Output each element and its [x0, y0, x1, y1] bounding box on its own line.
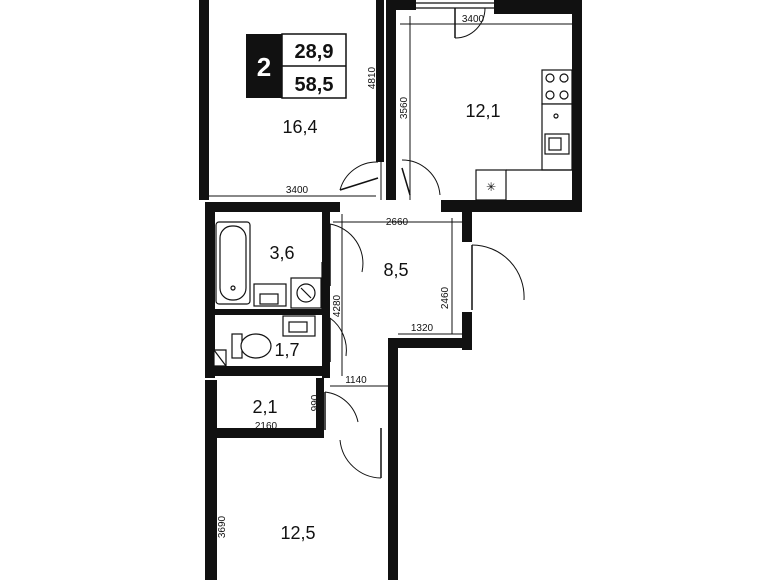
badge-rooms-count: 2: [257, 52, 271, 82]
area-storage: 2,1: [252, 397, 277, 417]
badge-living-area: 28,9: [295, 41, 334, 63]
toilet-sink-basin: [288, 321, 308, 333]
dim-hall-height: 2460: [440, 286, 451, 309]
walls: [199, 0, 582, 580]
area-hall: 8,5: [383, 260, 408, 280]
fridge-icon: [475, 169, 507, 201]
kitchen-fixtures: ✳: [475, 69, 573, 201]
dim-hall-width: 2660: [386, 217, 409, 228]
area-room-top-left: 16,4: [282, 117, 317, 137]
area-room-bottom: 12,5: [280, 523, 315, 543]
stove-burner: [545, 73, 555, 83]
dim-storage-height: 990: [310, 394, 321, 411]
washer-mark: [300, 287, 312, 299]
badge-total-area: 58,5: [295, 74, 334, 96]
room-areas: 16,4 12,1 3,6 8,5 1,7 2,1 12,5: [252, 101, 500, 543]
stove-burner: [559, 90, 569, 100]
area-badge: 2 28,9 58,5: [246, 33, 347, 99]
area-toilet: 1,7: [274, 340, 299, 360]
dim-corridor-height: 4280: [332, 294, 343, 317]
dim-kitchen-height: 3560: [399, 96, 410, 119]
dim-room-top-height: 4810: [367, 66, 378, 89]
dim-corridor-width: 1140: [345, 375, 367, 386]
stove-burner: [559, 73, 569, 83]
dim-niche-width: 1320: [411, 323, 434, 334]
dim-room-top-width: 3400: [286, 185, 309, 196]
bathtub-inner: [219, 225, 247, 301]
area-kitchen: 12,1: [465, 101, 500, 121]
toilet-icon: [240, 333, 272, 359]
bathroom-sink-basin: [259, 293, 279, 305]
bathtub-drain: [230, 285, 236, 291]
stove-burner: [545, 90, 555, 100]
toilet-fixtures: [213, 315, 316, 367]
dimension-labels: 3400 4810 3560 3400 2660 2460 4280 1320 …: [217, 14, 485, 538]
fridge-snowflake: ✳: [486, 180, 496, 194]
area-bathroom: 3,6: [269, 243, 294, 263]
badge-rooms-box: [246, 34, 282, 98]
dim-storage-width: 2160: [255, 421, 278, 432]
dim-room-bottom-height: 3690: [217, 515, 228, 538]
bathroom-fixtures: [215, 221, 323, 312]
dim-kitchen-width: 3400: [462, 14, 485, 25]
kitchen-sink-basin: [548, 137, 562, 151]
windows: [416, 2, 494, 9]
sink-drain: [553, 113, 559, 119]
riser-diagonal: [213, 349, 227, 367]
dimension-lines: [209, 0, 572, 580]
doors: [324, 7, 525, 540]
